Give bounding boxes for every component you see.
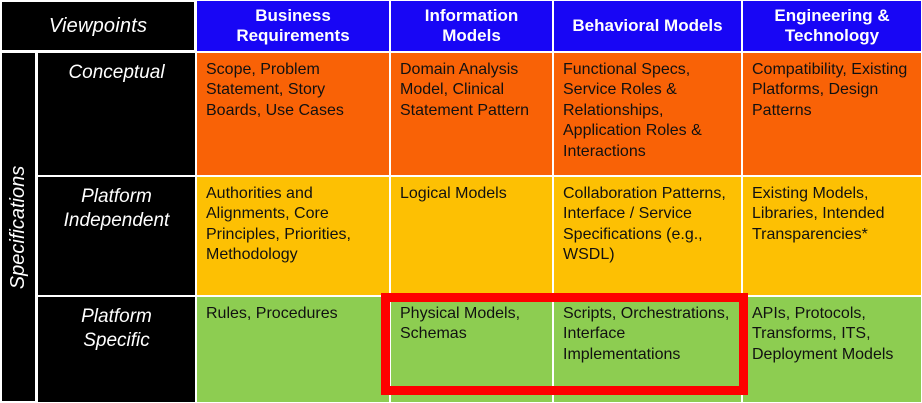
column-header-label: Behavioral Models (572, 15, 723, 35)
column-header-engineering-technology: Engineering & Technology (742, 0, 922, 52)
cell-platform-independent-behavioral-models: Collaboration Patterns, Interface / Serv… (553, 176, 742, 296)
row-header-conceptual: Conceptual (37, 52, 196, 176)
cell-conceptual-behavioral-models: Functional Specs, Service Roles & Relati… (553, 52, 742, 176)
row-header-label: Platform Specific (81, 306, 152, 351)
column-header-behavioral-models: Behavioral Models (553, 0, 742, 52)
cell-text: Physical Models, Schemas (400, 305, 521, 343)
cell-conceptual-information-models: Domain Analysis Model, Clinical Statemen… (390, 52, 553, 176)
cell-platform-independent-engineering-technology: Existing Models, Libraries, Intended Tra… (742, 176, 922, 296)
cell-platform-specific-business-requirements: Rules, Procedures (196, 296, 390, 403)
cell-text: Rules, Procedures (206, 305, 338, 322)
cell-text: Scripts, Orchestrations, Interface Imple… (563, 305, 730, 363)
cell-conceptual-business-requirements: Scope, Problem Statement, Story Boards, … (196, 52, 390, 176)
row-header-label: Conceptual (68, 62, 165, 83)
column-header-label: Information Models (424, 5, 519, 45)
cell-text: Collaboration Patterns, Interface / Serv… (563, 185, 726, 264)
corner-cell-viewpoints: Viewpoints (0, 0, 196, 52)
cell-text: Scope, Problem Statement, Story Boards, … (206, 61, 344, 119)
cell-text: Domain Analysis Model, Clinical Statemen… (400, 61, 529, 119)
cell-platform-specific-behavioral-models: Scripts, Orchestrations, Interface Imple… (553, 296, 742, 403)
row-group-label: Specifications (7, 165, 29, 289)
row-header-platform-specific: Platform Specific (37, 296, 196, 403)
cell-conceptual-engineering-technology: Compatibility, Existing Platforms, Desig… (742, 52, 922, 176)
cell-platform-specific-information-models: Physical Models, Schemas (390, 296, 553, 403)
cell-platform-specific-engineering-technology: APIs, Protocols, Transforms, ITS, Deploy… (742, 296, 922, 403)
cell-platform-independent-information-models: Logical Models (390, 176, 553, 296)
cell-text: Authorities and Alignments, Core Princip… (206, 185, 351, 264)
column-header-label: Business Requirements (236, 5, 350, 45)
column-header-information-models: Information Models (390, 0, 553, 52)
column-header-label: Engineering & Technology (774, 5, 890, 45)
corner-label: Viewpoints (48, 14, 148, 37)
row-group-specifications: Specifications (0, 52, 37, 403)
cell-text: Logical Models (400, 185, 507, 202)
cell-text: APIs, Protocols, Transforms, ITS, Deploy… (752, 305, 894, 363)
row-header-label: Platform Independent (63, 186, 170, 231)
cell-platform-independent-business-requirements: Authorities and Alignments, Core Princip… (196, 176, 390, 296)
row-header-platform-independent: Platform Independent (37, 176, 196, 296)
cell-text: Existing Models, Libraries, Intended Tra… (752, 185, 885, 243)
cell-text: Compatibility, Existing Platforms, Desig… (752, 61, 908, 119)
cell-text: Functional Specs, Service Roles & Relati… (563, 61, 702, 160)
column-header-business-requirements: Business Requirements (196, 0, 390, 52)
